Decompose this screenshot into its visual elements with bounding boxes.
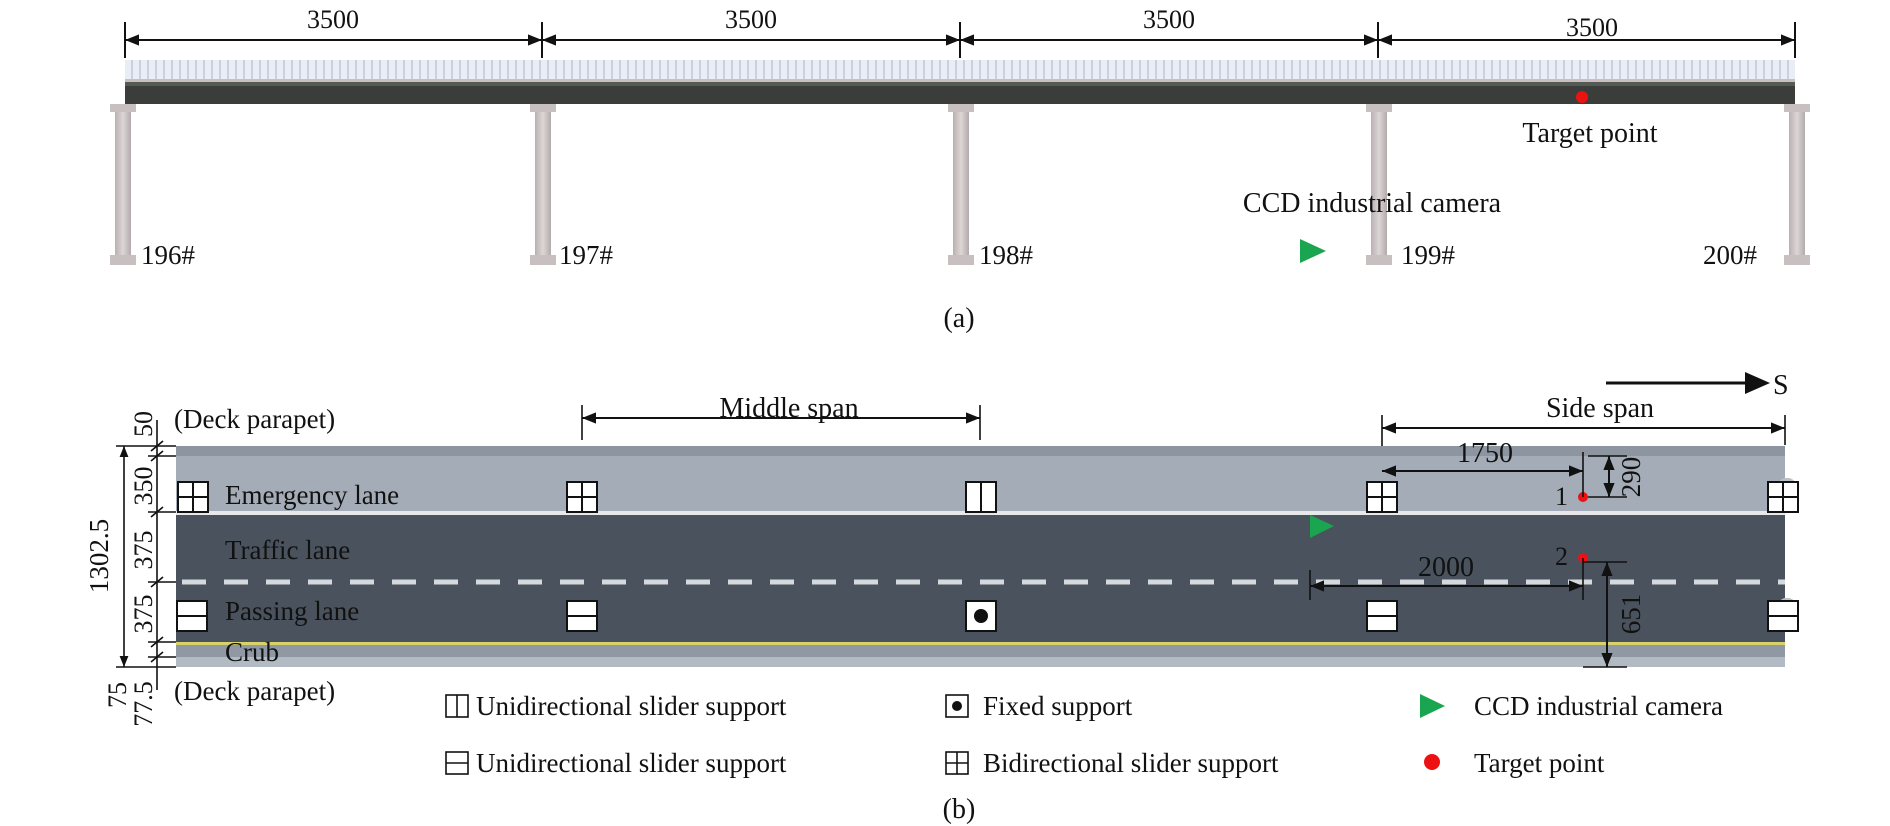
legend-fixed-label: Fixed support <box>983 691 1133 721</box>
pier-200 <box>1784 104 1810 265</box>
parapet-bottom-label: (Deck parapet) <box>174 676 335 706</box>
total-width-dim: 1302.5 <box>84 519 114 593</box>
unidirectional-slider-support-horizontal <box>566 600 598 632</box>
deck-plan <box>176 446 1796 667</box>
unidirectional-slider-support-horizontal <box>1366 600 1398 632</box>
top-parapet <box>176 446 1785 458</box>
pier-196 <box>110 104 136 265</box>
span-dim-4: 3500 <box>1566 13 1618 42</box>
dim-1750: 1750 <box>1457 438 1513 469</box>
parapet-top-label: (Deck parapet) <box>174 404 335 434</box>
emergency-lane-label: Emergency lane <box>225 480 399 510</box>
dim-375-a: 375 <box>129 531 158 570</box>
bidirectional-support <box>1767 481 1799 513</box>
legend-fixed-icon <box>945 694 969 718</box>
dim-75: 75 <box>103 682 132 708</box>
left-width-dimensions <box>116 420 176 690</box>
pier-198 <box>948 104 974 265</box>
traffic-lane-label: Traffic lane <box>225 535 350 565</box>
legend-camera-icon <box>1420 694 1445 718</box>
caption-a: (a) <box>943 303 974 334</box>
span-dim-2: 3500 <box>725 5 777 34</box>
curb <box>176 645 1785 657</box>
legend-uni-h-label: Unidirectional slider support <box>476 748 787 778</box>
pier-label-197: 197# <box>559 240 614 270</box>
bidirectional-support <box>1366 481 1398 513</box>
pier-label-199: 199# <box>1401 240 1456 270</box>
pier-199 <box>1366 104 1392 265</box>
box-girder <box>125 82 1795 104</box>
span-dim-1: 3500 <box>307 5 359 34</box>
camera-label: CCD industrial camera <box>1243 188 1502 219</box>
pier-label-196: 196# <box>141 240 196 270</box>
span-dimension-lines <box>124 22 1796 58</box>
span-dim-3: 3500 <box>1143 5 1195 34</box>
legend-camera-label: CCD industrial camera <box>1474 691 1723 721</box>
direction-label: S <box>1773 370 1789 401</box>
unidirectional-slider-support-horizontal <box>1767 600 1799 632</box>
legend-uni-v-label: Unidirectional slider support <box>476 691 787 721</box>
legend-uni-v-icon <box>445 694 469 718</box>
bottom-parapet <box>176 657 1785 667</box>
curb-line <box>176 642 1785 645</box>
legend-bi-label: Bidirectional slider support <box>983 748 1279 778</box>
point-1-label: 1 <box>1555 482 1568 511</box>
legend-target-label: Target point <box>1474 748 1605 778</box>
fixed-support <box>965 600 997 632</box>
point-2-label: 2 <box>1555 542 1568 571</box>
camera-icon <box>1310 515 1334 538</box>
panel-a-elevation: 3500 3500 3500 3500 <box>110 5 1810 334</box>
caption-b: (b) <box>943 794 976 825</box>
legend-bi-icon <box>945 751 969 775</box>
middle-span-label: Middle span <box>719 393 858 424</box>
target-point-label: Target point <box>1522 118 1657 149</box>
camera-icon <box>1300 239 1326 263</box>
bidirectional-support <box>566 481 598 513</box>
pier-197 <box>530 104 556 265</box>
curb-label: Crub <box>225 637 279 667</box>
dim-651: 651 <box>1616 594 1646 635</box>
unidirectional-slider-support-vertical <box>965 481 997 513</box>
unidirectional-slider-support-horizontal <box>176 600 208 632</box>
legend-target-icon <box>1424 754 1440 770</box>
side-span-label: Side span <box>1546 393 1654 424</box>
passing-lane-label: Passing lane <box>225 596 359 626</box>
guard-rail <box>125 60 1795 80</box>
dim-350: 350 <box>129 467 158 506</box>
target-point-marker <box>1576 91 1588 103</box>
dim-50: 50 <box>129 411 158 437</box>
dim-77-5: 77.5 <box>129 681 158 727</box>
dim-375-b: 375 <box>129 595 158 634</box>
dim-2000: 2000 <box>1418 552 1474 583</box>
bidirectional-support <box>177 481 209 513</box>
pier-label-198: 198# <box>979 240 1034 270</box>
pier-label-200: 200# <box>1703 240 1758 270</box>
dim-290: 290 <box>1616 457 1646 498</box>
legend-uni-h-icon <box>445 751 469 775</box>
legend: Unidirectional slider support Unidirecti… <box>445 691 1723 778</box>
panel-b-plan: S Middle span Side span <box>84 370 1799 825</box>
